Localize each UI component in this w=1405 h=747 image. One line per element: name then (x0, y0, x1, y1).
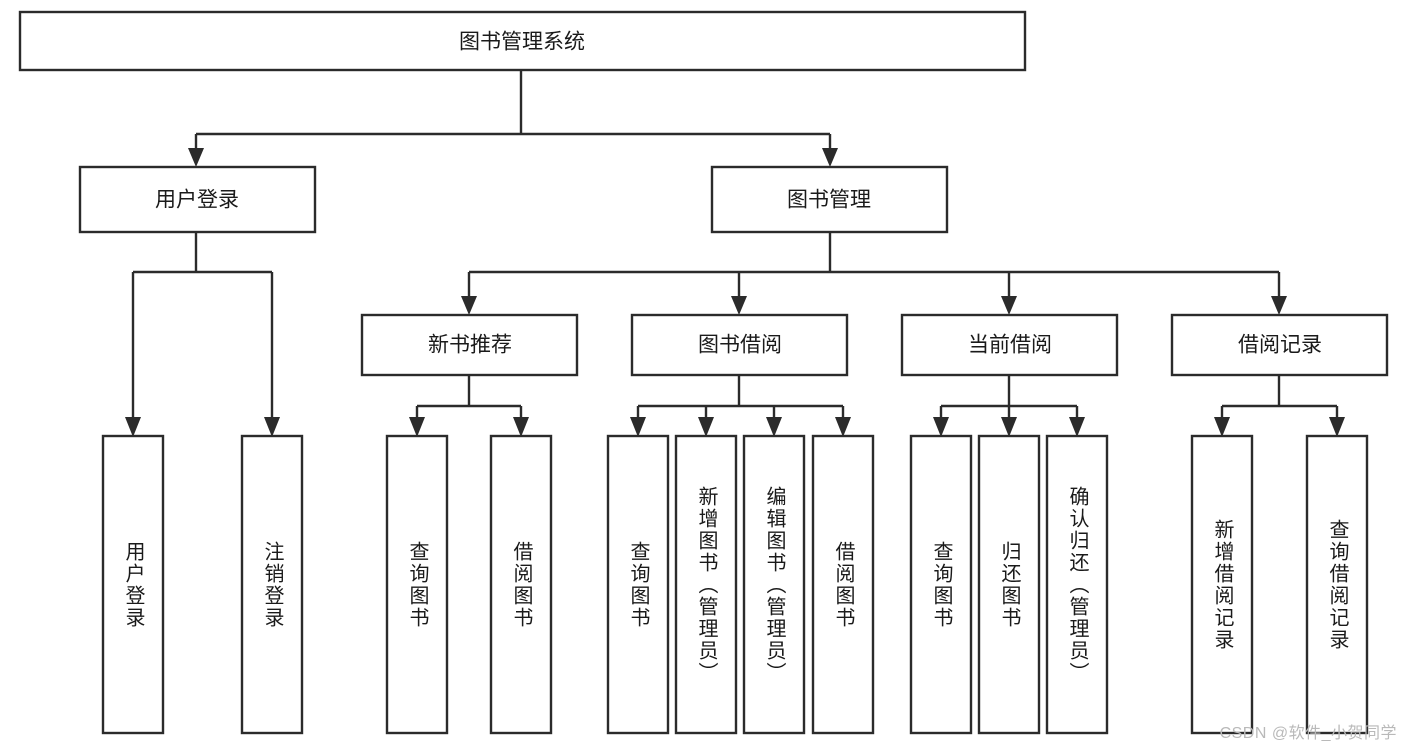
arrow-to-current-borrow (1001, 296, 1017, 315)
arrow-to-new-book-rec (461, 296, 477, 315)
node-book-manage-label: 图书管理 (787, 189, 871, 212)
node-leaf-query-book-3-label: 查询图书 (930, 541, 953, 629)
node-leaf-user-login-box[interactable] (101, 434, 165, 735)
node-leaf-add-book-box[interactable] (674, 434, 738, 735)
node-leaf-borrow-book-2-label: 借阅图书 (832, 541, 855, 629)
node-leaf-query-record[interactable]: 查询借阅记录 (1305, 434, 1369, 735)
node-leaf-edit-book-label: 编辑图书（管理员） (763, 486, 786, 684)
node-leaf-add-book-label: 新增图书（管理员） (695, 486, 718, 684)
arrow-leaf-query-book-2 (630, 417, 646, 437)
node-book-manage-box[interactable] (710, 165, 949, 234)
node-current-borrow[interactable]: 当前借阅 (900, 313, 1119, 377)
node-root-box[interactable] (18, 10, 1027, 72)
node-user-login-box[interactable] (78, 165, 317, 234)
arrow-leaf-user-login (125, 417, 141, 437)
node-leaf-return-book-box[interactable] (977, 434, 1041, 735)
node-leaf-user-login[interactable]: 用户登录 (101, 434, 165, 735)
node-leaf-query-record-label: 查询借阅记录 (1326, 519, 1349, 651)
arrow-leaf-user-logout (264, 417, 280, 437)
node-leaf-user-logout[interactable]: 注销登录 (240, 434, 304, 735)
node-new-book-rec[interactable]: 新书推荐 (360, 313, 579, 377)
arrow-leaf-return-book (1001, 417, 1017, 437)
node-leaf-return-book[interactable]: 归还图书 (977, 434, 1041, 735)
node-book-borrow-label: 图书借阅 (698, 334, 782, 357)
arrow-leaf-add-record (1214, 417, 1230, 437)
node-root-label: 图书管理系统 (459, 31, 585, 54)
node-borrow-record-box[interactable] (1170, 313, 1389, 377)
node-leaf-query-book-1-label: 查询图书 (406, 541, 429, 629)
node-borrow-record-label: 借阅记录 (1238, 334, 1322, 357)
node-leaf-return-book-label: 归还图书 (998, 541, 1021, 629)
node-leaf-query-book-3[interactable]: 查询图书 (909, 434, 973, 735)
node-leaf-add-record-label: 新增借阅记录 (1211, 519, 1234, 651)
node-leaf-borrow-book-2-box[interactable] (811, 434, 875, 735)
arrow-leaf-add-book (698, 417, 714, 437)
node-leaf-borrow-book-1-box[interactable] (489, 434, 553, 735)
node-leaf-query-record-box[interactable] (1305, 434, 1369, 735)
arrow-leaf-confirm-return (1069, 417, 1085, 437)
node-borrow-record[interactable]: 借阅记录 (1170, 313, 1389, 377)
node-leaf-query-book-2[interactable]: 查询图书 (606, 434, 670, 735)
node-leaf-user-logout-box[interactable] (240, 434, 304, 735)
arrow-leaf-query-record (1329, 417, 1345, 437)
node-leaf-query-book-1-box[interactable] (385, 434, 449, 735)
node-new-book-rec-box[interactable] (360, 313, 579, 377)
node-leaf-query-book-1[interactable]: 查询图书 (385, 434, 449, 735)
node-leaf-confirm-return-label: 确认归还（管理员） (1066, 486, 1089, 684)
arrow-to-book-borrow (731, 296, 747, 315)
node-user-login[interactable]: 用户登录 (78, 165, 317, 234)
node-current-borrow-box[interactable] (900, 313, 1119, 377)
arrow-leaf-borrow-book-1 (513, 417, 529, 437)
node-leaf-borrow-book-1-label: 借阅图书 (510, 541, 533, 629)
arrow-to-user-login (188, 148, 204, 167)
node-leaf-borrow-book-1[interactable]: 借阅图书 (489, 434, 553, 735)
node-book-borrow[interactable]: 图书借阅 (630, 313, 849, 377)
node-book-borrow-box[interactable] (630, 313, 849, 377)
node-leaf-user-logout-label: 注销登录 (261, 541, 284, 629)
node-leaf-edit-book[interactable]: 编辑图书（管理员） (742, 434, 806, 735)
arrow-to-book-manage (822, 148, 838, 167)
node-new-book-rec-label: 新书推荐 (428, 334, 512, 357)
node-leaf-add-record-box[interactable] (1190, 434, 1254, 735)
node-leaf-query-book-2-label: 查询图书 (627, 541, 650, 629)
node-leaf-borrow-book-2[interactable]: 借阅图书 (811, 434, 875, 735)
arrow-leaf-query-book-3 (933, 417, 949, 437)
node-leaf-add-record[interactable]: 新增借阅记录 (1190, 434, 1254, 735)
node-leaf-user-login-label: 用户登录 (122, 541, 145, 629)
arrow-to-borrow-record (1271, 296, 1287, 315)
node-leaf-query-book-2-box[interactable] (606, 434, 670, 735)
node-leaf-add-book[interactable]: 新增图书（管理员） (674, 434, 738, 735)
node-leaf-edit-book-box[interactable] (742, 434, 806, 735)
node-leaf-confirm-return[interactable]: 确认归还（管理员） (1045, 434, 1109, 735)
node-leaf-query-book-3-box[interactable] (909, 434, 973, 735)
node-book-manage[interactable]: 图书管理 (710, 165, 949, 234)
arrow-leaf-borrow-book-2 (835, 417, 851, 437)
connector-layer (125, 70, 1345, 437)
arrow-leaf-edit-book (766, 417, 782, 437)
node-current-borrow-label: 当前借阅 (968, 334, 1052, 357)
node-root[interactable]: 图书管理系统 (18, 10, 1027, 72)
arrow-leaf-query-book-1 (409, 417, 425, 437)
node-leaf-confirm-return-box[interactable] (1045, 434, 1109, 735)
node-user-login-label: 用户登录 (155, 189, 239, 212)
